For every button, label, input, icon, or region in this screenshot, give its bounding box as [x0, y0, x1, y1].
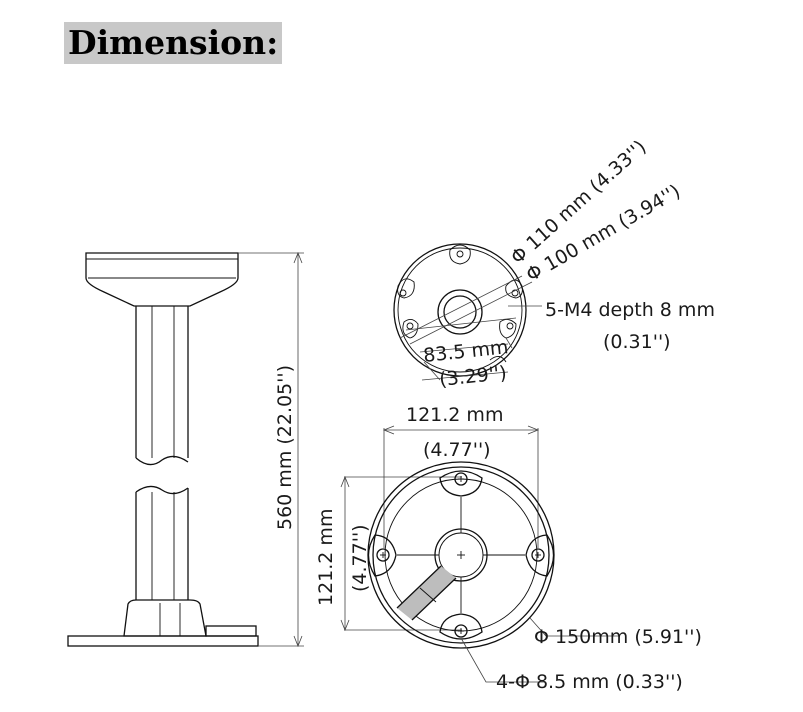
width-in-label: (4.77'') [423, 439, 491, 461]
screw-label-line1: 5-M4 depth 8 mm [545, 299, 715, 321]
top-view: Φ 110 mm (4.33'') Φ 100 mm (3.94'') 5-M4… [393, 136, 715, 391]
height-label: 560 mm (22.05'') [274, 365, 296, 530]
depth-mm-label: 121.2 mm [315, 509, 337, 606]
page-title: Dimension: [64, 22, 283, 64]
width-mm-label: 121.2 mm [406, 404, 503, 426]
dia-150-label: Φ 150mm (5.91'') [534, 626, 702, 648]
holes-label: 4-Φ 8.5 mm (0.33'') [496, 671, 683, 693]
screw-label-line2: (0.31'') [603, 331, 671, 353]
side-view: 560 mm (22.05'') [67, 251, 304, 648]
depth-in-label: (4.77'') [349, 524, 371, 592]
pitch-in-label: (3.29'') [438, 362, 508, 391]
bottom-view: 121.2 mm (4.77'') 121.2 mm (4.77'') [315, 404, 702, 693]
